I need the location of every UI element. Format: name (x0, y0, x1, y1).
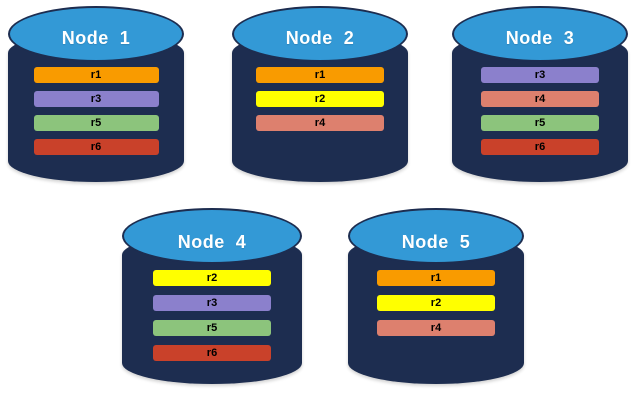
replica-chip[interactable]: r5 (153, 320, 271, 336)
cylinder-top (232, 6, 408, 62)
replica-list: r2 r3 r5 r6 (122, 270, 302, 370)
replica-chip[interactable]: r1 (377, 270, 495, 286)
replica-chip[interactable]: r6 (481, 139, 599, 155)
node-label: Node 5 (401, 232, 471, 252)
replica-chip[interactable]: r5 (481, 115, 599, 131)
replica-chip[interactable]: r3 (153, 295, 271, 311)
replica-chip[interactable]: r2 (256, 91, 384, 107)
replica-chip[interactable]: r1 (33, 67, 159, 83)
node-label: Node 1 (61, 28, 131, 48)
replica-chip[interactable]: r3 (481, 67, 599, 83)
replica-chip[interactable]: r1 (256, 67, 384, 83)
replica-chip[interactable]: r2 (153, 270, 271, 286)
node-label: Node 4 (177, 232, 247, 252)
replica-chip[interactable]: r2 (377, 295, 495, 311)
cylinder-top (348, 208, 524, 264)
node-cylinder-3[interactable]: Node 3 r3 r4 r5 r6 (452, 6, 628, 196)
replica-chip[interactable]: r5 (33, 115, 159, 131)
replica-chip[interactable]: r4 (377, 320, 495, 336)
node-label: Node 3 (505, 28, 575, 48)
replica-chip[interactable]: r6 (33, 139, 159, 155)
cylinder-top (122, 208, 302, 264)
replica-chip[interactable]: r6 (153, 345, 271, 361)
cylinder-top (8, 6, 184, 62)
replica-chip[interactable]: r4 (481, 91, 599, 107)
replica-list: r3 r4 r5 r6 (452, 67, 628, 163)
node-label: Node 2 (285, 28, 355, 48)
cylinder-top (452, 6, 628, 62)
replica-chip[interactable]: r4 (256, 115, 384, 131)
node-cylinder-4[interactable]: Node 4 r2 r3 r5 r6 (122, 208, 302, 398)
node-cylinder-2[interactable]: Node 2 r1 r2 r4 (232, 6, 408, 196)
replica-list: r1 r3 r5 r6 (8, 67, 184, 163)
replica-list: r1 r2 r4 (232, 67, 408, 139)
node-cylinder-5[interactable]: Node 5 r1 r2 r4 (348, 208, 524, 398)
node-cylinder-1[interactable]: Node 1 r1 r3 r5 r6 (8, 6, 184, 196)
replica-list: r1 r2 r4 (348, 270, 524, 345)
replica-chip[interactable]: r3 (33, 91, 159, 107)
